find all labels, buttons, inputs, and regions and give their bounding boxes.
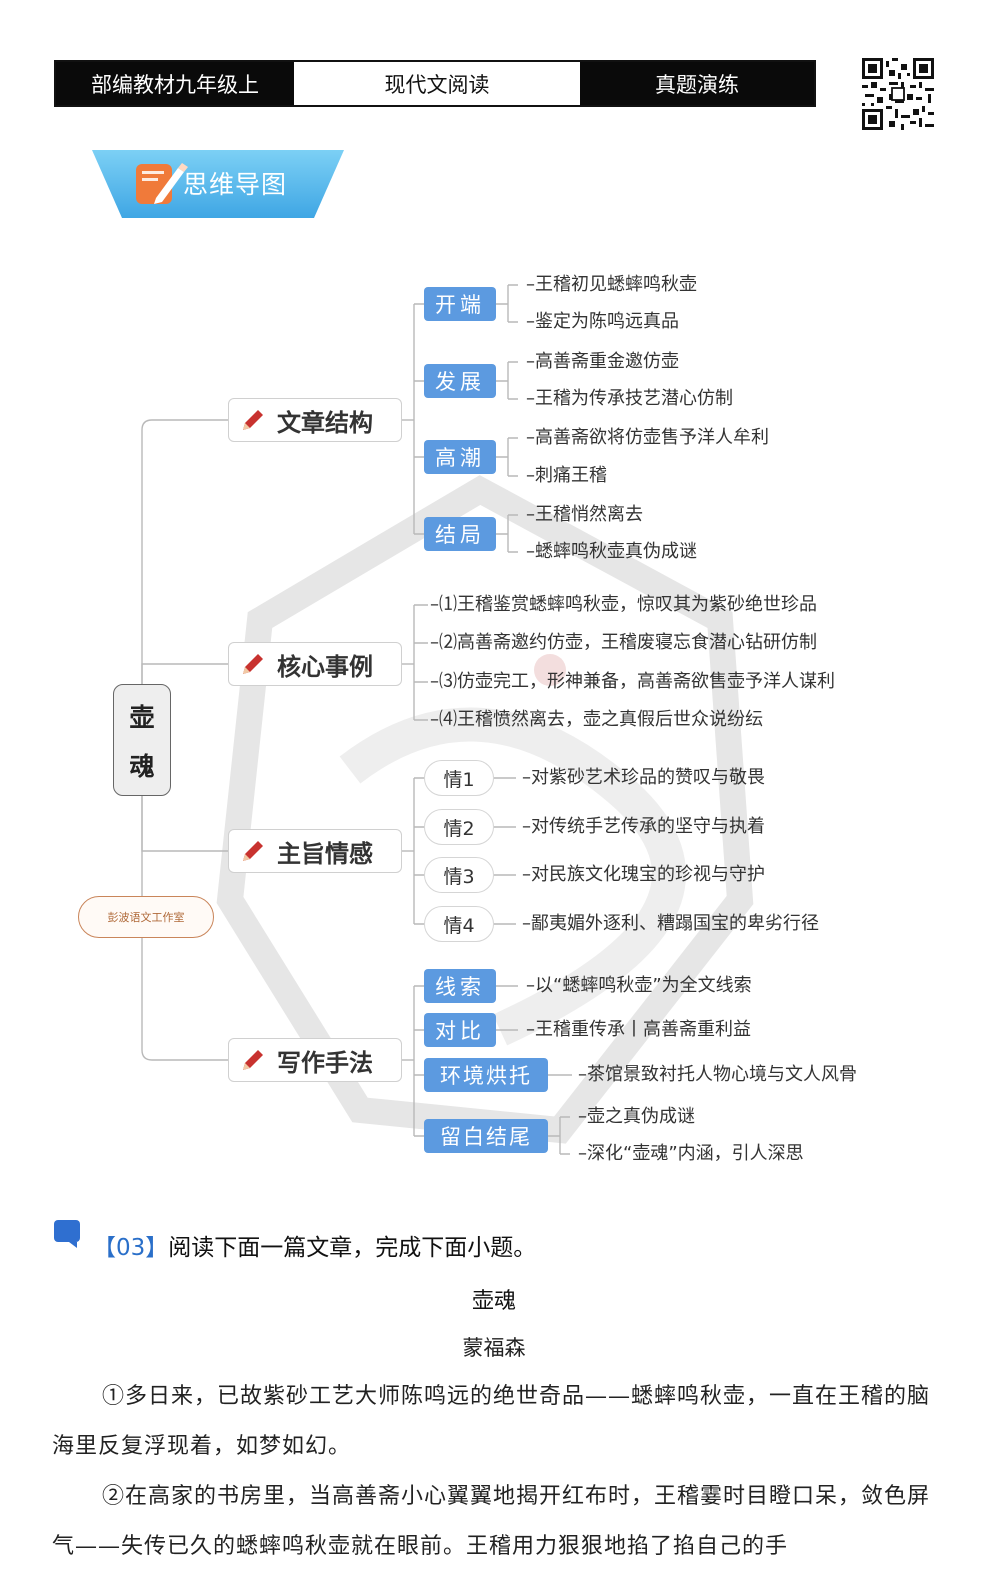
chip-contrast: 对比: [424, 1013, 496, 1047]
mindmap-banner: [92, 150, 344, 218]
leaf-open-ending-1: –壶之真伪成谜: [578, 1106, 695, 1127]
branch-structure-label: 文章结构: [277, 408, 373, 437]
chip-emotion-3: 情3: [424, 857, 494, 893]
mindmap-root: 壶 魂: [113, 684, 171, 796]
article-author: 蒙福森: [462, 1336, 526, 1360]
pencil-icon: [243, 410, 263, 430]
pencil-icon: [243, 654, 263, 674]
branch-theme-label: 主旨情感: [277, 839, 373, 868]
branch-structure: 文章结构: [228, 398, 402, 442]
chip-emotion-4: 情4: [424, 906, 494, 942]
article-paragraph-2: ②在高家的书房里，当高善斋小心翼翼地揭开红布时，王稽霎时目瞪口呆，敛色屏气——失…: [52, 1484, 931, 1559]
leaf-case-1: –⑴王稽鉴赏蟋蟀鸣秋壶，惊叹其为紫砂绝世珍品: [430, 594, 817, 615]
question-number: 【03】: [93, 1235, 169, 1261]
chip-ending: 结局: [424, 517, 496, 551]
leaf-case-4: –⑷王稽愤然离去，壶之真假后世众说纷纭: [430, 709, 763, 730]
leaf-opening-2: –鉴定为陈鸣远真品: [526, 311, 679, 332]
chip-clue: 线索: [424, 969, 496, 1003]
pencil-icon: [243, 841, 263, 861]
root-char-2: 魂: [129, 751, 155, 781]
bookmark-icon: [54, 1220, 80, 1248]
header-category: 现代文阅读: [294, 62, 580, 105]
mindmap-connectors: [141, 284, 572, 1155]
branch-cases: 核心事例: [228, 642, 402, 686]
header-bar: 部编教材九年级上 现代文阅读 真题演练: [54, 60, 816, 107]
chip-open-ending: 留白结尾: [424, 1119, 548, 1153]
root-char-1: 壶: [129, 702, 155, 732]
leaf-contrast: –王稽重传承丨高善斋重利益: [526, 1019, 751, 1040]
leaf-development-1: –高善斋重金邀仿壶: [526, 351, 679, 372]
branch-cases-label: 核心事例: [277, 652, 373, 681]
leaf-climax-1: –高善斋欲将仿壶售予洋人牟利: [526, 427, 769, 448]
qr-code-icon: [862, 58, 934, 130]
note-pencil-icon: [136, 163, 188, 204]
branch-technique: 写作手法: [228, 1038, 402, 1082]
leaf-case-3: –⑶仿壶完工，形神兼备，高善斋欲售壶予洋人谋利: [430, 671, 835, 692]
header-grade: 部编教材九年级上: [56, 62, 294, 105]
mindmap-banner-label: 思维导图: [183, 170, 288, 199]
leaf-emotion-1: –对紫砂艺术珍品的赞叹与敬畏: [522, 767, 765, 788]
leaf-emotion-2: –对传统手艺传承的坚守与执着: [522, 816, 765, 837]
chip-development: 发展: [424, 364, 496, 398]
leaf-emotion-3: –对民族文化瑰宝的珍视与守护: [522, 864, 765, 885]
leaf-case-2: –⑵高善斋邀约仿壶，王稽废寝忘食潜心钻研仿制: [430, 632, 817, 653]
leaf-ending-1: –王稽悄然离去: [526, 504, 643, 525]
leaf-development-2: –王稽为传承技艺潜心仿制: [526, 388, 733, 409]
article-title: 壶魂: [471, 1289, 516, 1314]
leaf-ending-2: –蟋蟀鸣秋壶真伪成谜: [526, 541, 697, 562]
leaf-opening-1: –王稽初见蟋蟀鸣秋壶: [526, 274, 697, 295]
leaf-climax-2: –刺痛王稽: [526, 465, 607, 486]
leaf-clue: –以“蟋蟀鸣秋壶”为全文线索: [526, 975, 752, 996]
leaf-setting: –茶馆景致衬托人物心境与文人风骨: [578, 1064, 857, 1085]
pencil-icon: [243, 1050, 263, 1070]
chip-climax: 高潮: [424, 440, 496, 474]
branch-theme: 主旨情感: [228, 829, 402, 873]
studio-stamp: 彭波语文工作室: [78, 896, 214, 938]
question-instruction: 阅读下面一篇文章，完成下面小题。: [168, 1235, 537, 1261]
question-heading: 【03】阅读下面一篇文章，完成下面小题。: [93, 1228, 536, 1262]
branch-technique-label: 写作手法: [277, 1048, 373, 1077]
chip-emotion-2: 情2: [424, 809, 494, 845]
leaf-emotion-4: –鄙夷媚外逐利、糟蹋国宝的卑劣行径: [522, 913, 819, 934]
article-paragraph-1: ①多日来，已故紫砂工艺大师陈鸣远的绝世奇品——蟋蟀鸣秋壶，一直在王稽的脑海里反复…: [52, 1384, 931, 1459]
chip-emotion-1: 情1: [424, 760, 494, 796]
leaf-open-ending-2: –深化“壶魂”内涵，引人深思: [578, 1143, 804, 1164]
chip-opening: 开端: [424, 287, 496, 321]
chip-setting: 环境烘托: [424, 1058, 548, 1092]
header-practice: 真题演练: [580, 62, 814, 105]
